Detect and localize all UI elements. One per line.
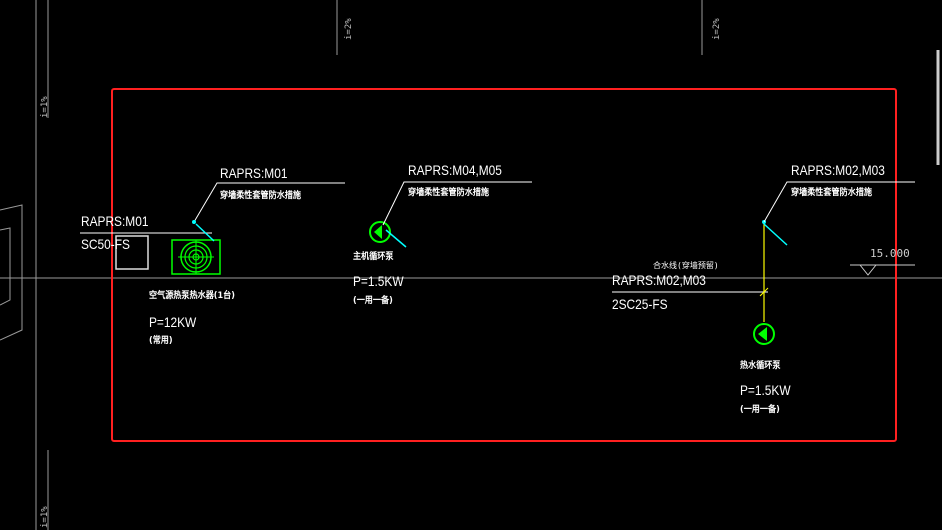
unit-left-tag: RAPRS:M01 xyxy=(81,213,149,229)
leader-left xyxy=(80,182,345,242)
hot-pump-pipe: 2SC25-FS xyxy=(612,296,668,312)
slope-label-left-bottom: i=1% xyxy=(40,506,50,528)
main-pump-leader-note: 穿墙柔性套管防水措施 xyxy=(408,188,490,198)
main-circulation-pump[interactable] xyxy=(369,221,407,248)
leader-hot-pump xyxy=(763,181,915,223)
slope-label-top-2: i=2% xyxy=(712,18,722,40)
unit-left-pipe: SC50-FS xyxy=(81,236,130,252)
main-pump-name: 主机循环泵 xyxy=(353,252,394,262)
slope-label-top-1: i=2% xyxy=(344,18,354,40)
elevation-label: 15.000 xyxy=(870,247,910,260)
unit-left-note: (常用) xyxy=(149,336,173,346)
hot-pump-mid-note: 合水线(穿墙预留) xyxy=(653,261,719,270)
hot-pump-note: (一用一备) xyxy=(740,405,780,415)
elevation-marker xyxy=(850,264,915,276)
leader-main-pump xyxy=(382,181,532,226)
hot-pump-leader-tag: RAPRS:M02,M03 xyxy=(791,162,885,178)
main-pump-power: P=1.5KW xyxy=(353,273,404,289)
heat-pump-unit-left[interactable] xyxy=(115,235,221,275)
hot-pump-name: 热水循环泵 xyxy=(740,361,781,371)
hot-pump-tag: RAPRS:M02,M03 xyxy=(612,272,706,288)
main-pump-leader-tag: RAPRS:M04,M05 xyxy=(408,162,502,178)
hot-water-pump[interactable] xyxy=(753,220,788,345)
hot-pump-leader-note: 穿墙柔性套管防水措施 xyxy=(791,188,873,198)
slope-label-left-top: i=1% xyxy=(40,96,50,118)
unit-left-leader-tag: RAPRS:M01 xyxy=(220,165,288,181)
main-pump-note: (一用一备) xyxy=(353,296,393,306)
pipe-tick xyxy=(759,287,769,297)
hot-pump-power: P=1.5KW xyxy=(740,382,791,398)
unit-left-leader-note: 穿墙柔性套管防水措施 xyxy=(220,191,302,201)
unit-left-power: P=12KW xyxy=(149,314,197,330)
unit-left-name: 空气源热泵热水器(1台) xyxy=(149,291,235,301)
